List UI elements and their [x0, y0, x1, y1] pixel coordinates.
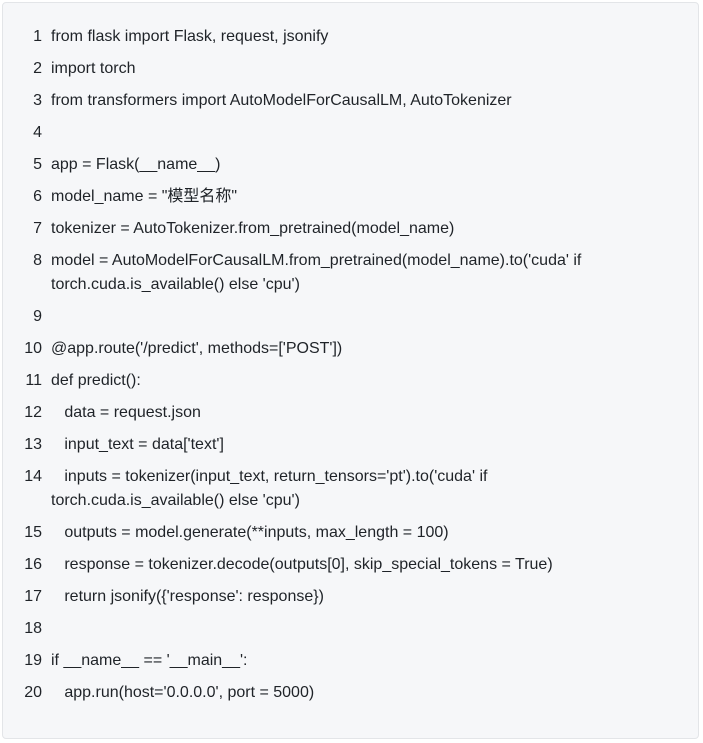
line-text: model = AutoModelForCausalLM.from_pretra…: [51, 252, 586, 293]
code-line: 14 inputs = tokenizer(input_text, return…: [3, 465, 698, 513]
code-line: 17 return jsonify({'response': response}…: [3, 585, 698, 609]
line-number: 6: [33, 188, 42, 205]
code-line: 3 from transformers import AutoModelForC…: [3, 89, 698, 113]
line-text: from flask import Flask, request, jsonif…: [51, 28, 329, 45]
line-number: 19: [24, 652, 42, 669]
line-text: app = Flask(__name__): [51, 156, 221, 173]
code-line: 15 outputs = model.generate(**inputs, ma…: [3, 521, 698, 545]
line-number: 12: [24, 404, 42, 421]
line-text: data = request.json: [51, 404, 201, 421]
line-number: 8: [33, 252, 42, 269]
line-text: if __name__ == '__main__':: [51, 652, 248, 669]
line-number: 5: [33, 156, 42, 173]
line-number: 9: [33, 308, 42, 325]
line-text: input_text = data['text']: [51, 436, 224, 453]
code-line: 9: [3, 305, 698, 329]
line-text: response = tokenizer.decode(outputs[0], …: [51, 556, 553, 573]
line-number: 20: [24, 684, 42, 701]
line-text: @app.route('/predict', methods=['POST']): [51, 340, 343, 357]
line-text: import torch: [51, 60, 136, 77]
line-text: tokenizer = AutoTokenizer.from_pretraine…: [51, 220, 455, 237]
line-number: 2: [33, 60, 42, 77]
line-number: 16: [24, 556, 42, 573]
line-text: outputs = model.generate(**inputs, max_l…: [51, 524, 449, 541]
code-line: 8 model = AutoModelForCausalLM.from_pret…: [3, 249, 698, 297]
code-line: 10 @app.route('/predict', methods=['POST…: [3, 337, 698, 361]
line-number: 3: [33, 92, 42, 109]
line-number: 15: [24, 524, 42, 541]
line-text: from transformers import AutoModelForCau…: [51, 92, 512, 109]
line-number: 14: [24, 468, 42, 485]
code-line: 4: [3, 121, 698, 145]
line-number: 11: [25, 372, 42, 389]
line-text: def predict():: [51, 372, 141, 389]
code-line: 19 if __name__ == '__main__':: [3, 649, 698, 673]
line-text: inputs = tokenizer(input_text, return_te…: [51, 468, 492, 509]
line-number: 10: [24, 340, 42, 357]
code-line: 16 response = tokenizer.decode(outputs[0…: [3, 553, 698, 577]
line-number: 13: [24, 436, 42, 453]
line-number: 7: [33, 220, 42, 237]
line-number: 1: [33, 28, 42, 45]
line-text: return jsonify({'response': response}): [51, 588, 324, 605]
line-text: app.run(host='0.0.0.0', port = 5000): [51, 684, 315, 701]
code-line: 5 app = Flask(__name__): [3, 153, 698, 177]
code-line: 12 data = request.json: [3, 401, 698, 425]
code-line: 20 app.run(host='0.0.0.0', port = 5000): [3, 681, 698, 705]
line-number: 4: [33, 124, 42, 141]
code-line: 1 from flask import Flask, request, json…: [3, 25, 698, 49]
line-text: model_name = "模型名称": [51, 188, 238, 205]
line-number: 17: [24, 588, 42, 605]
code-line: 13 input_text = data['text']: [3, 433, 698, 457]
line-number: 18: [24, 620, 42, 637]
code-line: 18: [3, 617, 698, 641]
code-line: 6 model_name = "模型名称": [3, 185, 698, 209]
code-line: 7 tokenizer = AutoTokenizer.from_pretrai…: [3, 217, 698, 241]
code-line: 11 def predict():: [3, 369, 698, 393]
code-line: 2 import torch: [3, 57, 698, 81]
